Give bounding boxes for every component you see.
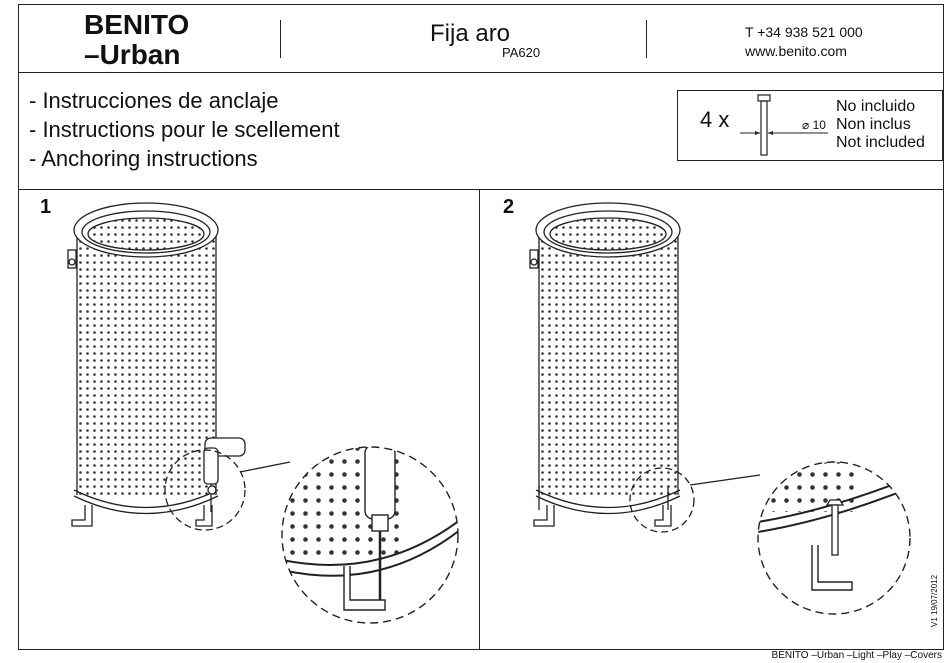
label-en: Not included <box>836 134 925 151</box>
instruction-en: - Anchoring instructions <box>29 146 258 171</box>
bin-illustration-step2 <box>529 202 761 533</box>
instruction-es: - Instrucciones de anclaje <box>29 88 279 113</box>
not-included-labels: No incluido Non inclus Not included <box>836 98 925 152</box>
brand-name: BENITO <box>84 9 190 40</box>
zoom-detail-step2 <box>757 461 911 615</box>
instructions-divider <box>18 189 944 190</box>
header-divider <box>18 72 944 73</box>
phone-number: T +34 938 521 000 <box>745 24 863 40</box>
product-code: PA620 <box>502 45 541 60</box>
instruction-fr: - Instructions pour le scellement <box>29 117 340 142</box>
bolt-icon <box>740 94 828 156</box>
brand-subname: –Urban <box>84 39 181 70</box>
bolt-diameter: ⌀ 10 <box>802 118 826 132</box>
hardware-box: 4 x ⌀ 10 No incluido Non inclus Not incl… <box>677 90 943 161</box>
version-stamp: V1 19/07/2012 <box>930 574 939 627</box>
website-link: www.benito.com <box>745 43 847 59</box>
step-2-number: 2 <box>503 196 515 218</box>
bolt-quantity: 4 x <box>700 107 730 132</box>
diameter-value: 10 <box>812 118 826 132</box>
label-fr: Non inclus <box>836 116 911 133</box>
header-separator <box>280 20 281 58</box>
zoom-detail-step1 <box>281 446 459 624</box>
product-title: Fija aro <box>430 20 511 47</box>
header-separator <box>646 20 647 58</box>
footer-brands: BENITO –Urban –Light –Play –Covers <box>771 650 942 661</box>
label-es: No incluido <box>836 98 916 115</box>
brand-logo: BENITO –Urban <box>84 10 189 70</box>
instruction-titles: - Instrucciones de anclaje - Instruction… <box>29 86 340 173</box>
page-frame <box>18 4 944 650</box>
bin-illustration-step1 <box>67 202 291 531</box>
step-1-number: 1 <box>40 196 52 218</box>
step-divider <box>479 189 480 650</box>
contact-block: T +34 938 521 000 www.benito.com <box>745 23 863 61</box>
diameter-symbol: ⌀ <box>802 118 810 132</box>
